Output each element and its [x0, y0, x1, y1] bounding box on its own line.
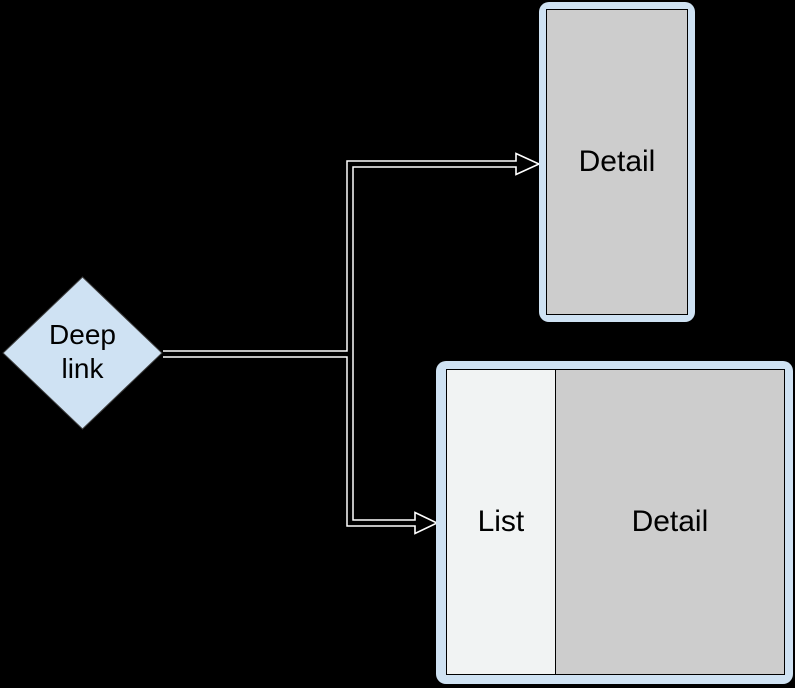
- connector-core-branches: [347, 161, 521, 526]
- list-pane: List: [447, 370, 556, 674]
- list-detail-screen-body: List Detail: [446, 369, 785, 675]
- deep-link-label: Deep link: [49, 319, 116, 384]
- detail-screen-body: Detail: [546, 9, 688, 315]
- detail-screen-node: Detail: [539, 2, 695, 322]
- detail-screen-label: Detail: [578, 145, 656, 178]
- detail-pane-label: Detail: [631, 505, 709, 538]
- deep-link-diamond: [2, 276, 163, 430]
- list-pane-label: List: [477, 505, 525, 538]
- list-detail-screen-node: List Detail: [436, 361, 793, 684]
- detail-pane: Detail: [555, 370, 784, 674]
